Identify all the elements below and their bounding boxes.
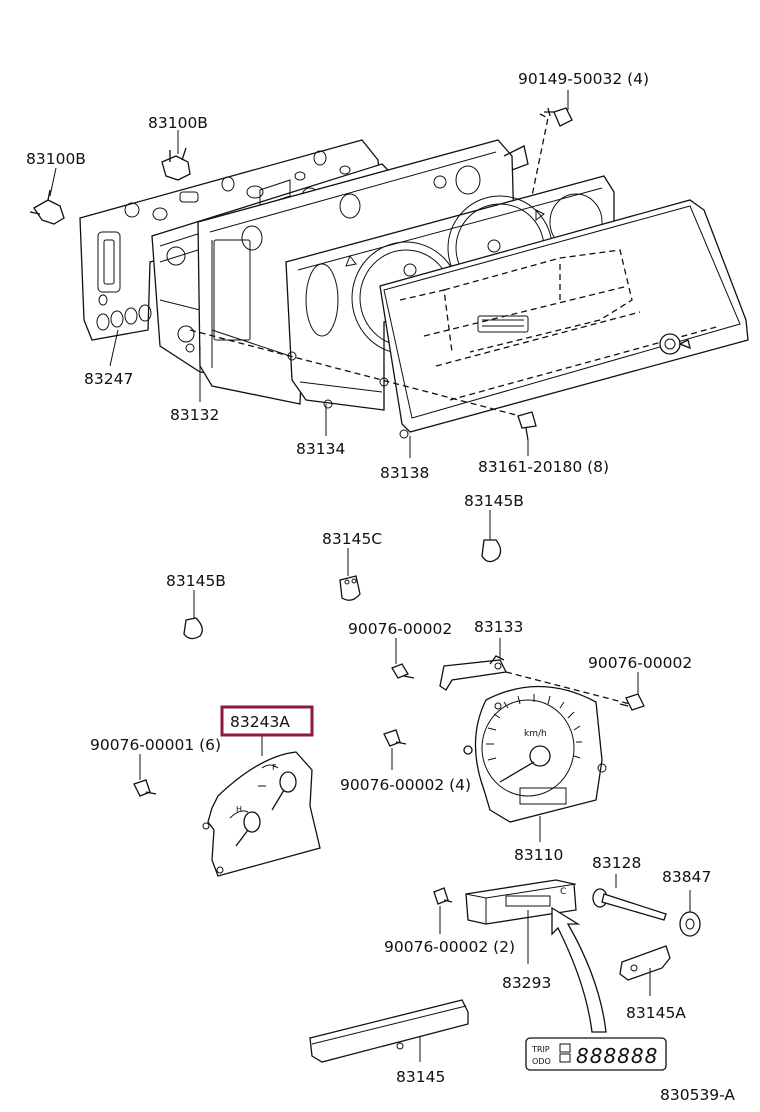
part-83133-bracket[interactable] bbox=[439, 655, 507, 691]
part-90076-00002-screw-d[interactable] bbox=[433, 887, 453, 905]
part-83145-strip[interactable] bbox=[309, 999, 469, 1063]
label-83134[interactable]: 83134 bbox=[296, 440, 345, 458]
guide-line-top-screw bbox=[531, 113, 549, 197]
fuel-gauge-full-mark: F bbox=[272, 763, 277, 772]
label-83243a[interactable]: 83243A bbox=[230, 713, 290, 731]
label-83145b-right[interactable]: 83145B bbox=[464, 492, 524, 510]
part-83100b-clip-left[interactable] bbox=[29, 189, 65, 225]
lcd-detail: TRIP ODO 888888 bbox=[525, 1037, 667, 1071]
diagram-id: 830539-A bbox=[660, 1086, 735, 1104]
label-90076-00002-c[interactable]: 90076-00002 (4) bbox=[340, 776, 471, 794]
part-labels: 90149-50032 (4) 83100B 83100B 83247 8313… bbox=[26, 70, 735, 1104]
part-83100b-clip-top[interactable] bbox=[161, 147, 191, 181]
lcd-odo-label: ODO bbox=[532, 1057, 551, 1066]
lcd-digits: 888888 bbox=[576, 1044, 658, 1068]
part-90076-00002-screw-c[interactable] bbox=[383, 729, 407, 747]
label-83145c[interactable]: 83145C bbox=[322, 530, 382, 548]
part-83145c-socket[interactable] bbox=[339, 575, 361, 601]
label-83145b-left[interactable]: 83145B bbox=[166, 572, 226, 590]
part-83145b-socket-right[interactable] bbox=[481, 539, 502, 563]
label-90076-00002-b[interactable]: 90076-00002 bbox=[588, 654, 692, 672]
part-83145a-socket[interactable] bbox=[619, 945, 671, 981]
label-90149-50032[interactable]: 90149-50032 (4) bbox=[518, 70, 649, 88]
detail-arrow bbox=[551, 906, 607, 1033]
part-83161-20180-screw[interactable] bbox=[517, 411, 537, 441]
label-90076-00002-d[interactable]: 90076-00002 (2) bbox=[384, 938, 515, 956]
label-83110[interactable]: 83110 bbox=[514, 846, 563, 864]
part-83110-speedometer[interactable]: km/h bbox=[463, 685, 607, 823]
temp-gauge-hot-mark: H bbox=[236, 805, 242, 814]
part-83128-trip-knob[interactable] bbox=[592, 888, 667, 921]
label-83247[interactable]: 83247 bbox=[84, 370, 133, 388]
label-83100b-left[interactable]: 83100B bbox=[26, 150, 86, 168]
label-83138[interactable]: 83138 bbox=[380, 464, 429, 482]
label-83145[interactable]: 83145 bbox=[396, 1068, 445, 1086]
part-83243a-gauge[interactable]: H F bbox=[202, 751, 321, 877]
speedometer-ticks bbox=[486, 694, 582, 761]
lcd-trip-label: TRIP bbox=[531, 1045, 550, 1054]
speedometer-unit: km/h bbox=[524, 729, 547, 739]
highlight-box-83243a bbox=[220, 705, 314, 737]
guide-line-83133 bbox=[505, 671, 631, 705]
label-83161-20180[interactable]: 83161-20180 (8) bbox=[478, 458, 609, 476]
part-90076-00002-screw-a[interactable] bbox=[391, 663, 415, 679]
leader-lines bbox=[49, 90, 691, 1062]
label-90076-00002-a[interactable]: 90076-00002 bbox=[348, 620, 452, 638]
label-90076-00001[interactable]: 90076-00001 (6) bbox=[90, 736, 221, 754]
part-83847-knob-cap[interactable] bbox=[679, 911, 701, 937]
label-83145a[interactable]: 83145A bbox=[626, 1004, 686, 1022]
part-90076-00001-screw[interactable] bbox=[133, 779, 157, 797]
part-83293-lcd-unit[interactable]: C bbox=[465, 879, 577, 925]
part-83138-lens[interactable] bbox=[379, 199, 749, 439]
part-90149-50032-screw[interactable] bbox=[544, 107, 573, 127]
guide-line-lower-screw bbox=[189, 329, 521, 417]
label-83132[interactable]: 83132 bbox=[170, 406, 219, 424]
part-83145b-socket-left[interactable] bbox=[183, 617, 203, 640]
label-83100b-top[interactable]: 83100B bbox=[148, 114, 208, 132]
label-83293[interactable]: 83293 bbox=[502, 974, 551, 992]
part-90076-00002-screw-b[interactable] bbox=[619, 693, 645, 711]
label-83133[interactable]: 83133 bbox=[474, 618, 523, 636]
lcd-unit-cover-letter: C bbox=[560, 887, 566, 897]
label-83847[interactable]: 83847 bbox=[662, 868, 711, 886]
label-83128[interactable]: 83128 bbox=[592, 854, 641, 872]
